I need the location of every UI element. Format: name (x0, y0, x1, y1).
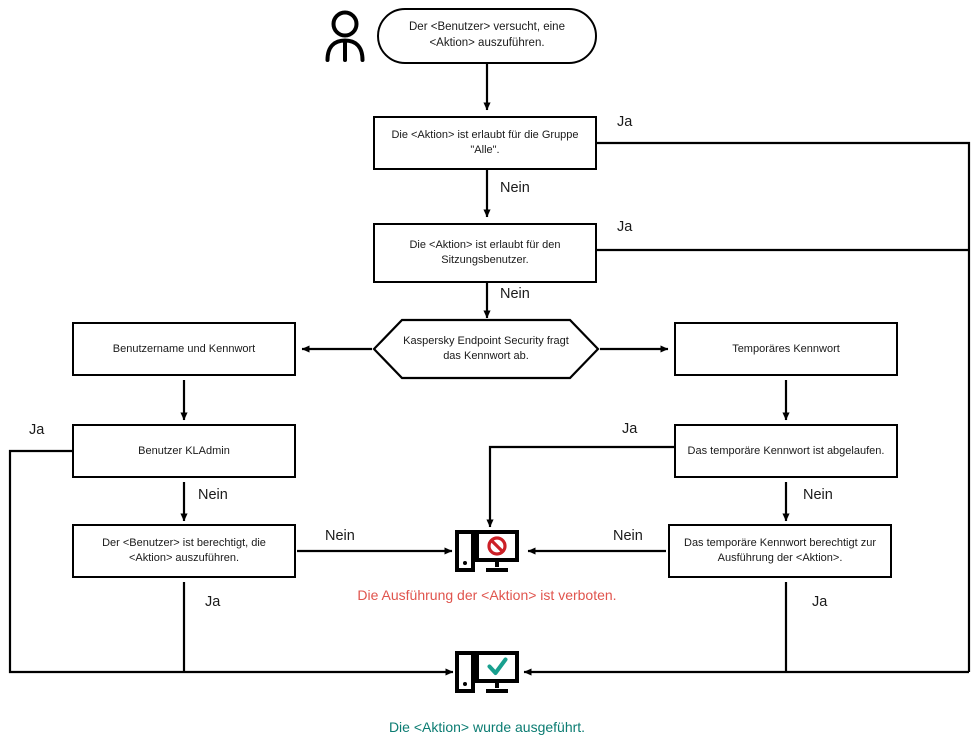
decision-session-user: Die <Aktion> ist erlaubt für den Sitzung… (373, 223, 597, 283)
edge-label-user-permitted-no: Nein (325, 528, 355, 544)
edge-temp-expired-yes (486, 445, 674, 528)
person-icon (322, 8, 368, 66)
edge-label-session-user-no: Nein (500, 286, 530, 302)
outcome-allowed: Die <Aktion> wurde ausgeführt. (388, 719, 586, 735)
edge-label-kladmin-yes: Ja (29, 422, 45, 438)
decision-group-all: Die <Aktion> ist erlaubt für die Gruppe … (373, 116, 597, 170)
decision-temp-password-expired: Das temporäre Kennwort ist abgelaufen. (674, 424, 898, 478)
computer-allowed-icon (455, 648, 519, 696)
edge-label-temp-permits-no: Nein (613, 528, 643, 544)
decision-user-permitted: Der <Benutzer> ist berechtigt, die <Akti… (72, 524, 296, 578)
process-ask-password-label: Kaspersky Endpoint Security fragt das Ke… (403, 335, 569, 362)
edge-label-temp-expired-yes: Ja (622, 421, 638, 437)
option-username-password: Benutzername und Kennwort (72, 322, 296, 376)
computer-denied-icon (455, 527, 519, 575)
edge-label-temp-expired-no: Nein (803, 487, 833, 503)
edge-label-temp-permits-yes: Ja (812, 594, 828, 610)
edge-label-session-user-yes: Ja (617, 219, 633, 235)
option-temporary-password: Temporäres Kennwort (674, 322, 898, 376)
decision-user-kladmin: Benutzer KLAdmin (72, 424, 296, 478)
edge-label-user-permitted-yes: Ja (205, 594, 221, 610)
edge-label-group-all-yes: Ja (617, 114, 633, 130)
start-node: Der <Benutzer> versucht, eine <Aktion> a… (377, 8, 597, 64)
process-ask-password: Kaspersky Endpoint Security fragt das Ke… (372, 318, 600, 380)
edge-label-group-all-no: Nein (500, 180, 530, 196)
edge-label-kladmin-no: Nein (198, 487, 228, 503)
outcome-denied: Die Ausführung der <Aktion> ist verboten… (357, 587, 617, 603)
edge-group-all-yes (597, 141, 971, 672)
decision-temp-password-permits: Das temporäre Kennwort berechtigt zur Au… (668, 524, 892, 578)
